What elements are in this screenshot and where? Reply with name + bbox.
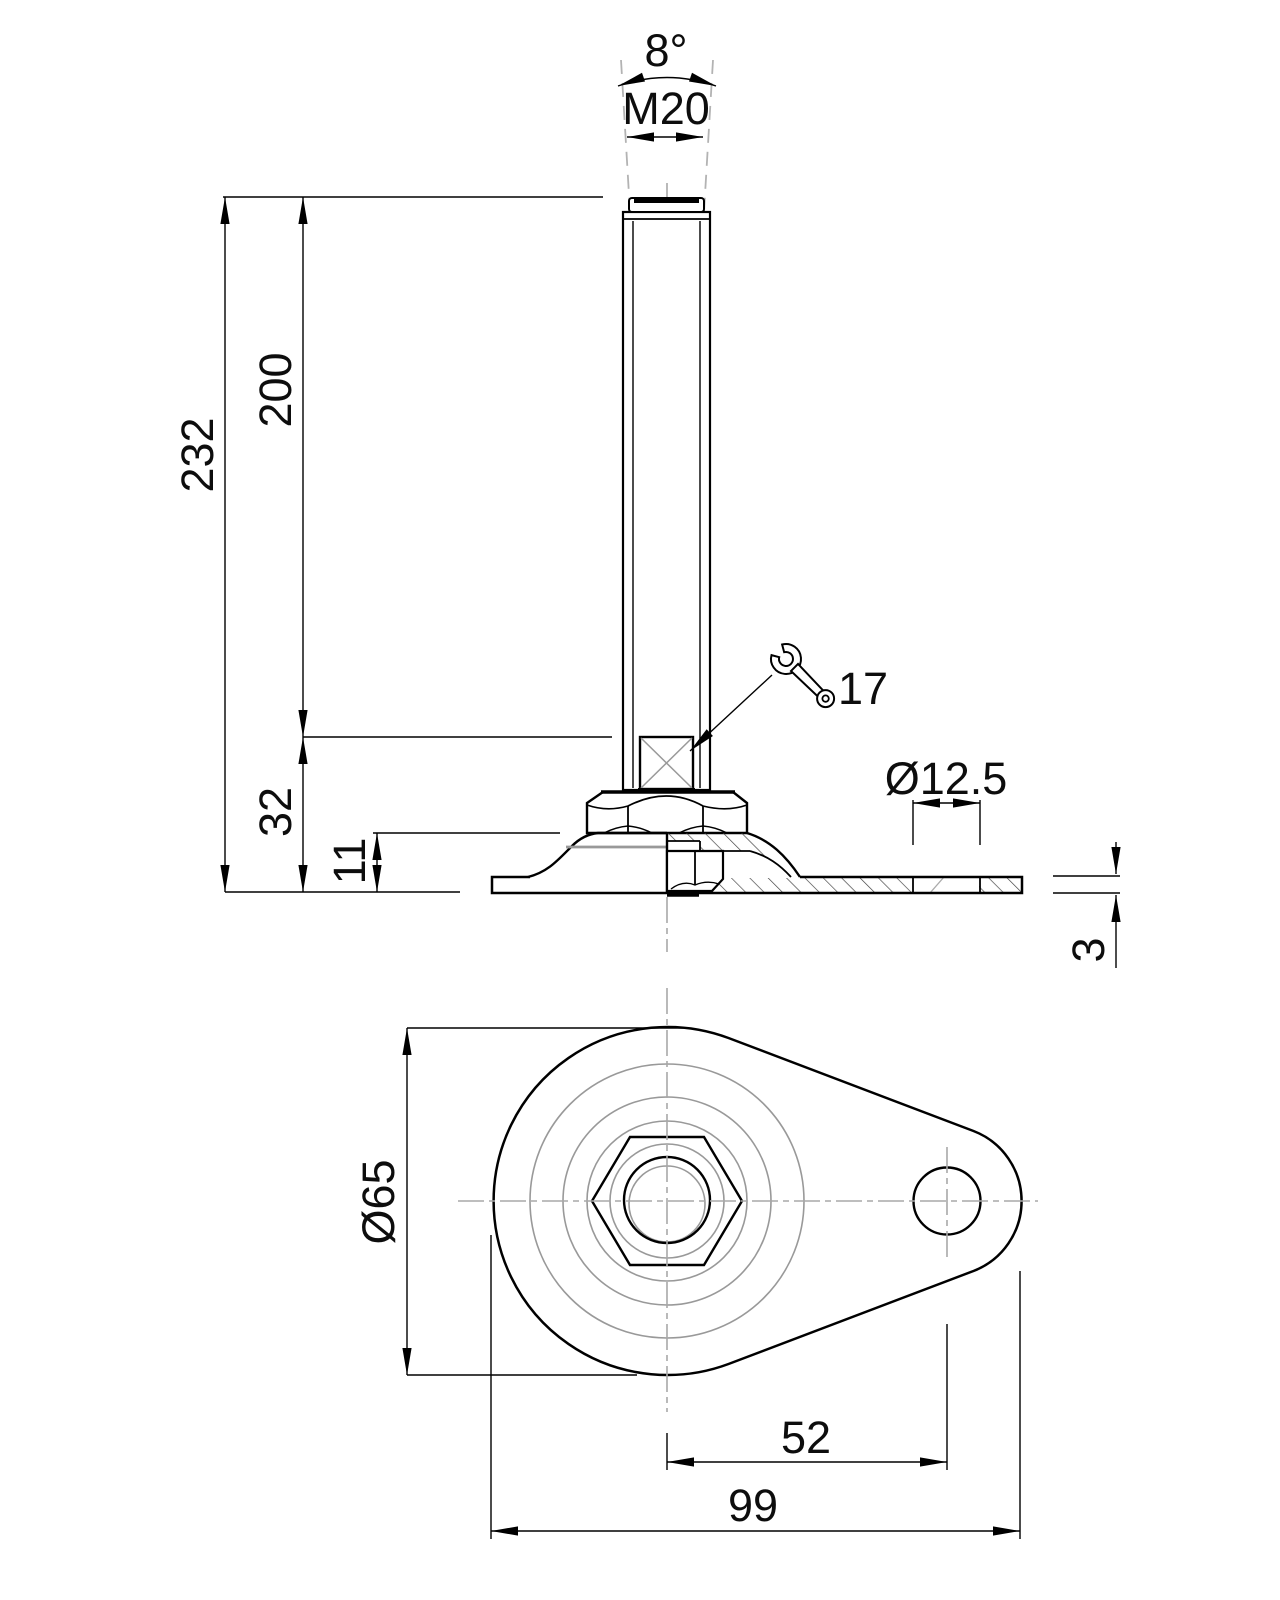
lower-nut-chamfer xyxy=(670,881,720,890)
dim-base-length: 99 xyxy=(490,1235,1021,1539)
plate-thickness-label: 3 xyxy=(1063,937,1114,962)
hex-nut-bottom-arc-left xyxy=(603,825,653,834)
dim-flange-diameter: Ø65 xyxy=(353,1027,684,1376)
dome-inner-curve xyxy=(749,850,792,878)
dome-height-label: 11 xyxy=(324,838,375,885)
base-length-label: 99 xyxy=(728,1480,778,1531)
side-view: 8° M20 232 200 32 11 xyxy=(172,25,1121,968)
dim-plate-thickness: 3 xyxy=(1053,842,1121,968)
dim-thread: M20 xyxy=(622,83,710,142)
dim-tilt-angle: 8° xyxy=(617,25,717,87)
flats-diagonal-2 xyxy=(640,737,693,789)
spanner-flats xyxy=(638,735,695,792)
plate-hole-void xyxy=(914,876,979,894)
total-height-label: 232 xyxy=(172,417,223,492)
hole-diameter-label: Ø12.5 xyxy=(885,753,1008,804)
hole-ghost-hatch xyxy=(929,876,945,894)
tilt-angle-label: 8° xyxy=(644,25,687,76)
dome-left-outline xyxy=(527,831,667,879)
hex-nut-chamfer-left xyxy=(586,804,629,810)
hex-nut-chamfer-mid xyxy=(627,795,704,807)
plate-outline xyxy=(490,875,1024,895)
hex-nut-bottom-arc-right xyxy=(678,825,728,834)
dim-heights: 232 200 32 11 xyxy=(172,196,612,893)
stem xyxy=(621,197,712,792)
lower-height-label: 32 xyxy=(250,787,301,837)
hex-nut-chamfer-right xyxy=(702,804,748,810)
hex-nut-outline xyxy=(585,790,749,835)
thread-label: M20 xyxy=(622,83,710,134)
stem-cap-top xyxy=(634,197,699,203)
bottom-view: Ø65 52 99 xyxy=(353,988,1038,1539)
flange-diameter-label: Ø65 xyxy=(353,1159,404,1244)
base-dome-left xyxy=(527,831,667,879)
angle-arc xyxy=(617,72,717,87)
wrench-callout: 17 xyxy=(689,643,888,752)
dim-hole-diameter: Ø12.5 xyxy=(885,753,1008,845)
wrench-icon xyxy=(770,643,836,709)
hex-nut xyxy=(585,790,749,835)
lower-nut xyxy=(665,849,725,897)
base-plate xyxy=(490,875,1024,895)
hole-offset-label: 52 xyxy=(781,1412,831,1463)
wrench-size-label: 17 xyxy=(838,663,888,714)
stem-length-label: 200 xyxy=(250,352,301,427)
dome-outer-curve xyxy=(746,831,801,878)
dim-hole-offset: 52 xyxy=(666,1324,948,1470)
leader-arrow xyxy=(689,674,773,752)
stem-outline xyxy=(621,210,712,792)
